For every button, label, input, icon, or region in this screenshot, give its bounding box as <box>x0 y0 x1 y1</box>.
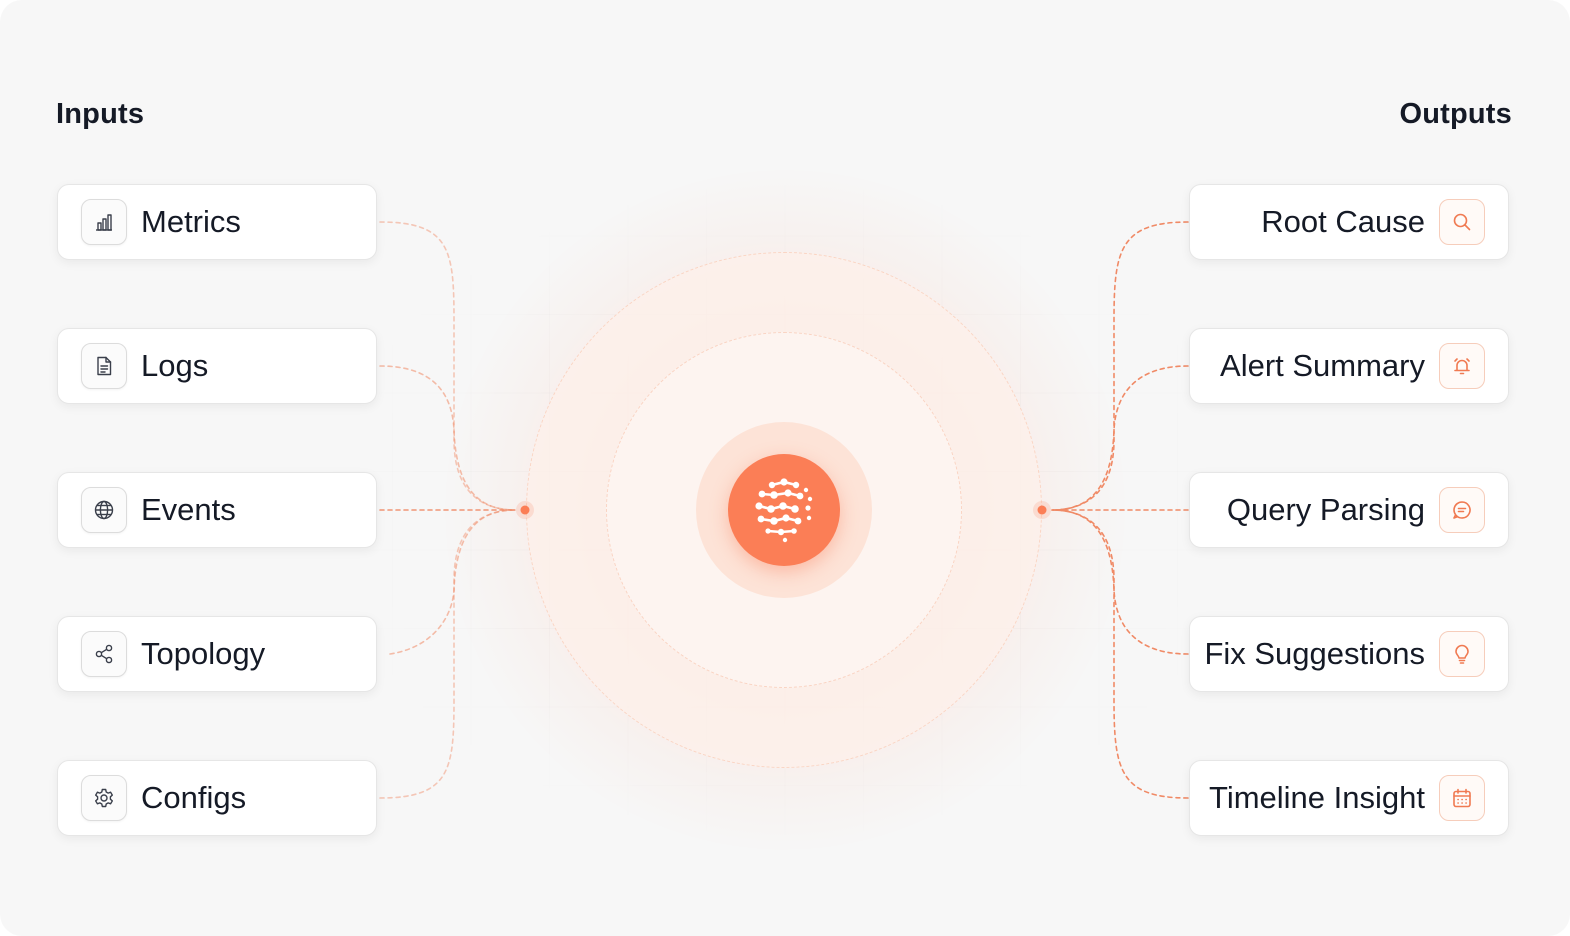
lightbulb-icon <box>1439 631 1485 677</box>
output-card-timeline-insight[interactable]: Timeline Insight <box>1189 760 1509 836</box>
neural-network-logo-icon <box>755 478 813 543</box>
connector-configs <box>379 509 516 799</box>
chat-icon <box>1439 487 1485 533</box>
document-icon <box>81 343 127 389</box>
output-label: Root Cause <box>1261 204 1425 239</box>
globe-icon <box>81 487 127 533</box>
calendar-icon <box>1439 775 1485 821</box>
input-label: Events <box>141 492 236 527</box>
inputs-heading: Inputs <box>56 98 145 130</box>
output-card-fix-suggestions[interactable]: Fix Suggestions <box>1189 616 1509 692</box>
output-card-query-parsing[interactable]: Query Parsing <box>1189 472 1509 548</box>
connector-logs <box>379 365 516 511</box>
share-icon <box>81 631 127 677</box>
connector-metrics <box>379 221 516 511</box>
output-label: Fix Suggestions <box>1204 636 1425 671</box>
connector-topology <box>389 509 516 655</box>
search-icon <box>1439 199 1485 245</box>
connector-fix-suggestions <box>1051 509 1189 655</box>
input-card-metrics[interactable]: Metrics <box>57 184 377 260</box>
output-card-root-cause[interactable]: Root Cause <box>1189 184 1509 260</box>
output-label: Timeline Insight <box>1209 780 1425 815</box>
input-label: Configs <box>141 780 247 815</box>
input-card-configs[interactable]: Configs <box>57 760 377 836</box>
outputs-heading: Outputs <box>1399 98 1512 130</box>
connector-alert-summary <box>1051 365 1189 511</box>
connector-root-cause <box>1051 221 1189 511</box>
bar-chart-icon <box>81 199 127 245</box>
gear-icon <box>81 775 127 821</box>
input-card-topology[interactable]: Topology <box>57 616 377 692</box>
input-label: Topology <box>141 636 266 671</box>
input-card-logs[interactable]: Logs <box>57 328 377 404</box>
output-card-alert-summary[interactable]: Alert Summary <box>1189 328 1509 404</box>
input-label: Logs <box>141 348 209 383</box>
hub-logo <box>728 454 840 566</box>
output-label: Alert Summary <box>1220 348 1425 383</box>
input-card-events[interactable]: Events <box>57 472 377 548</box>
connector-timeline-insight <box>1051 509 1189 799</box>
input-label: Metrics <box>141 204 241 239</box>
alarm-icon <box>1439 343 1485 389</box>
output-label: Query Parsing <box>1226 492 1425 527</box>
